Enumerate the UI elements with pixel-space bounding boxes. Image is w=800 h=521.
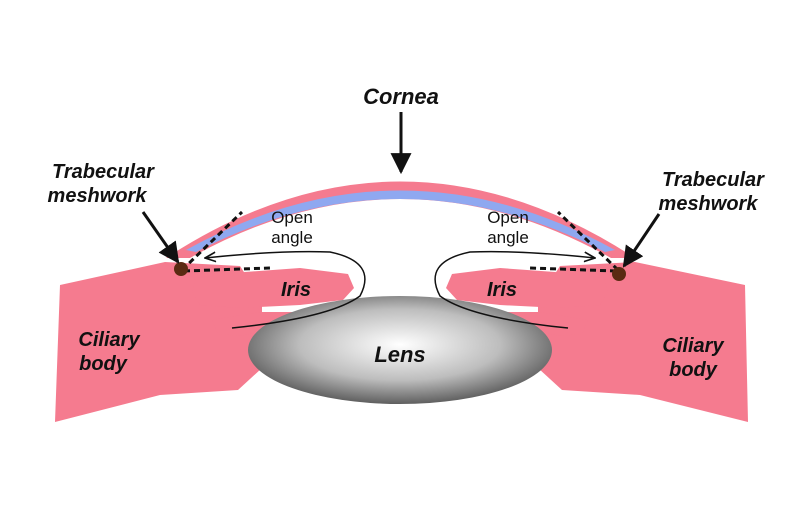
lens-label: Lens — [374, 342, 425, 367]
left-trabecular-label-line1: Trabecular — [52, 161, 155, 183]
left-ciliary-label-line1: Ciliary — [78, 329, 140, 351]
right-iris-label: Iris — [487, 279, 517, 301]
right-ciliary-label-line1: Ciliary — [662, 335, 724, 357]
left-open-angle-lines — [180, 210, 271, 273]
cornea-blue-layer — [186, 190, 615, 252]
left-ciliary-label-line2: body — [79, 353, 128, 375]
left-open-label-line1: Open — [271, 208, 313, 227]
left-aqueous-flow-arrow — [205, 250, 366, 329]
right-open-label-line1: Open — [487, 208, 529, 227]
right-open-angle-lines — [529, 210, 620, 273]
right-ciliary-label-line2: body — [669, 359, 718, 381]
left-meshwork-pointer-arrow — [141, 211, 180, 264]
right-open-label-line2: angle — [487, 228, 529, 247]
lens — [248, 296, 552, 404]
left-trabecular-meshwork — [174, 262, 188, 276]
right-trabecular-label-line2: meshwork — [659, 193, 759, 215]
left-iris-label: Iris — [281, 279, 311, 301]
right-trabecular-label-line1: Trabecular — [662, 169, 765, 191]
cornea-label: Cornea — [363, 84, 439, 109]
right-iris — [446, 268, 608, 308]
left-trabecular-label-line2: meshwork — [48, 185, 148, 207]
right-meshwork-pointer-arrow — [622, 213, 661, 268]
left-iris — [192, 268, 354, 308]
left-open-label-line2: angle — [271, 228, 313, 247]
right-trabecular-meshwork — [612, 267, 626, 281]
cornea-tissue — [166, 181, 635, 258]
right-aqueous-flow-arrow — [434, 250, 595, 329]
